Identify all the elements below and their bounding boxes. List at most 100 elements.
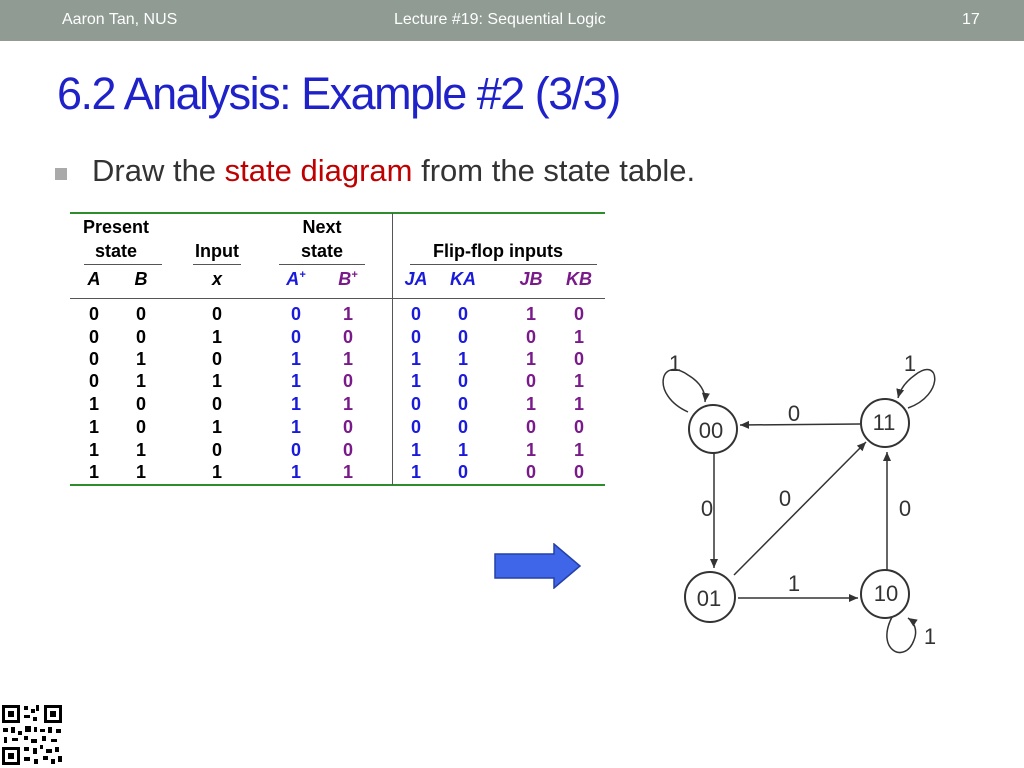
col-A-next: A+	[286, 269, 306, 289]
cell: 1	[342, 394, 353, 414]
cell: 1	[211, 371, 222, 391]
cell: 1	[410, 462, 421, 482]
table-top-rule	[70, 212, 605, 214]
cell: 0	[525, 327, 536, 347]
cell: 0	[135, 327, 146, 347]
cell: 0	[211, 349, 222, 369]
col-JB: JB	[519, 269, 543, 289]
cell: 0	[457, 371, 468, 391]
cell: 0	[457, 327, 468, 347]
cell: 1	[410, 440, 421, 460]
header-present: Present	[82, 217, 150, 237]
state-10-circle	[860, 569, 910, 619]
header-next: Next	[302, 217, 342, 237]
input-underline	[193, 264, 241, 265]
cell: 1	[88, 462, 99, 482]
cell: 1	[457, 440, 468, 460]
lecture-label: Lecture #19: Sequential Logic	[394, 11, 606, 28]
cell: 1	[573, 394, 584, 414]
cell: 1	[573, 371, 584, 391]
cell: 0	[342, 371, 353, 391]
cell: 1	[342, 462, 353, 482]
right-arrow-icon	[494, 543, 582, 589]
cell: 0	[88, 371, 99, 391]
qr-code-icon	[0, 703, 64, 767]
col-B: B	[134, 269, 148, 289]
cell: 0	[290, 304, 301, 324]
cell: 1	[457, 349, 468, 369]
cell: 1	[342, 349, 353, 369]
header-ff-inputs: Flip-flop inputs	[433, 241, 563, 261]
cell: 0	[211, 440, 222, 460]
cell: 0	[457, 394, 468, 414]
cell: 1	[211, 417, 222, 437]
cell: 1	[290, 394, 301, 414]
cell: 1	[410, 371, 421, 391]
page-number: 17	[962, 11, 980, 28]
header-input: Input	[195, 241, 239, 261]
cell: 0	[573, 417, 584, 437]
cell: 1	[525, 304, 536, 324]
cell: 0	[410, 304, 421, 324]
state-11-circle	[860, 398, 910, 448]
table-header-rule	[70, 298, 605, 299]
table-divider	[392, 213, 393, 485]
cell: 1	[525, 394, 536, 414]
label-01-to-11: 0	[779, 486, 791, 511]
cell: 1	[135, 440, 146, 460]
header-bar: Aaron Tan, NUS Lecture #19: Sequential L…	[0, 0, 1024, 41]
cell: 1	[573, 327, 584, 347]
bullet-text-after: from the state table.	[412, 153, 696, 188]
cell: 1	[525, 440, 536, 460]
cell: 1	[88, 417, 99, 437]
bullet-text-before: Draw the	[92, 153, 225, 188]
author-label: Aaron Tan, NUS	[62, 11, 178, 28]
edge-01-to-11	[733, 441, 867, 576]
cell: 0	[525, 462, 536, 482]
col-KA: KA	[450, 269, 476, 289]
state-11-label: 11	[873, 410, 896, 435]
label-self-00: 1	[669, 351, 681, 376]
cell: 1	[410, 349, 421, 369]
cell: 0	[410, 327, 421, 347]
edge-11-to-00	[739, 420, 861, 429]
label-10-to-11: 0	[899, 496, 911, 521]
cell: 1	[342, 304, 353, 324]
next-underline	[279, 264, 365, 265]
cell: 0	[88, 349, 99, 369]
self-loop-11	[896, 368, 936, 409]
state-10-label: 10	[874, 581, 898, 606]
bullet-text: Draw the state diagram from the state ta…	[92, 153, 695, 189]
cell: 1	[88, 394, 99, 414]
cell: 0	[457, 462, 468, 482]
col-B-next: B+	[338, 269, 358, 289]
cell: 0	[410, 417, 421, 437]
state-00-circle	[688, 404, 738, 454]
state-00-label: 00	[699, 418, 723, 443]
cell: 0	[410, 394, 421, 414]
cell: 1	[290, 349, 301, 369]
col-JA: JA	[404, 269, 428, 289]
cell: 0	[88, 304, 99, 324]
cell: 1	[88, 440, 99, 460]
label-self-10: 1	[924, 624, 936, 649]
cell: 0	[457, 304, 468, 324]
bullet-marker	[55, 168, 67, 180]
cell: 1	[135, 371, 146, 391]
col-x: x	[211, 269, 222, 289]
cell: 1	[525, 349, 536, 369]
ff-underline	[410, 264, 597, 265]
table-bottom-rule	[70, 484, 605, 486]
cell: 0	[457, 417, 468, 437]
cell: 0	[573, 462, 584, 482]
cell: 0	[211, 304, 222, 324]
state-01-circle	[684, 571, 736, 623]
cell: 1	[135, 462, 146, 482]
col-KB: KB	[566, 269, 592, 289]
cell: 0	[342, 327, 353, 347]
slide-title: 6.2 Analysis: Example #2 (3/3)	[57, 68, 621, 119]
cell: 0	[290, 327, 301, 347]
cell: 0	[135, 394, 146, 414]
